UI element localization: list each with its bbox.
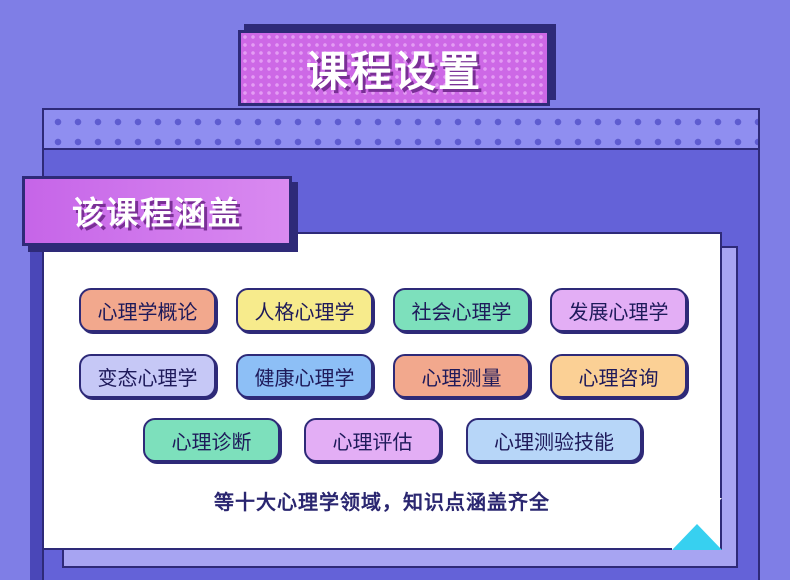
title-badge: 课程设置	[238, 30, 550, 106]
tag-psychology-intro: 心理学概论	[79, 288, 216, 332]
tag-social-psychology: 社会心理学	[393, 288, 530, 332]
tag-assessment: 心理评估	[304, 418, 441, 462]
summary-text: 等十大心理学领域，知识点涵盖齐全	[214, 490, 550, 514]
tag-developmental-psychology: 发展心理学	[550, 288, 687, 332]
dotted-strip-decoration	[44, 110, 758, 150]
tag-health-psychology: 健康心理学	[236, 354, 373, 398]
tag-diagnosis: 心理诊断	[143, 418, 280, 462]
tag-psychological-measurement: 心理测量	[393, 354, 530, 398]
tag-testing-skills: 心理测验技能	[466, 418, 642, 462]
section-title: 该课程涵盖	[71, 194, 242, 232]
tag-counseling: 心理咨询	[550, 354, 687, 398]
section-header: 该课程涵盖	[22, 176, 292, 246]
tag-personality-psychology: 人格心理学	[236, 288, 373, 332]
page-title: 课程设置	[305, 46, 482, 96]
tag-abnormal-psychology: 变态心理学	[79, 354, 216, 398]
panel-side-decoration	[30, 176, 42, 580]
